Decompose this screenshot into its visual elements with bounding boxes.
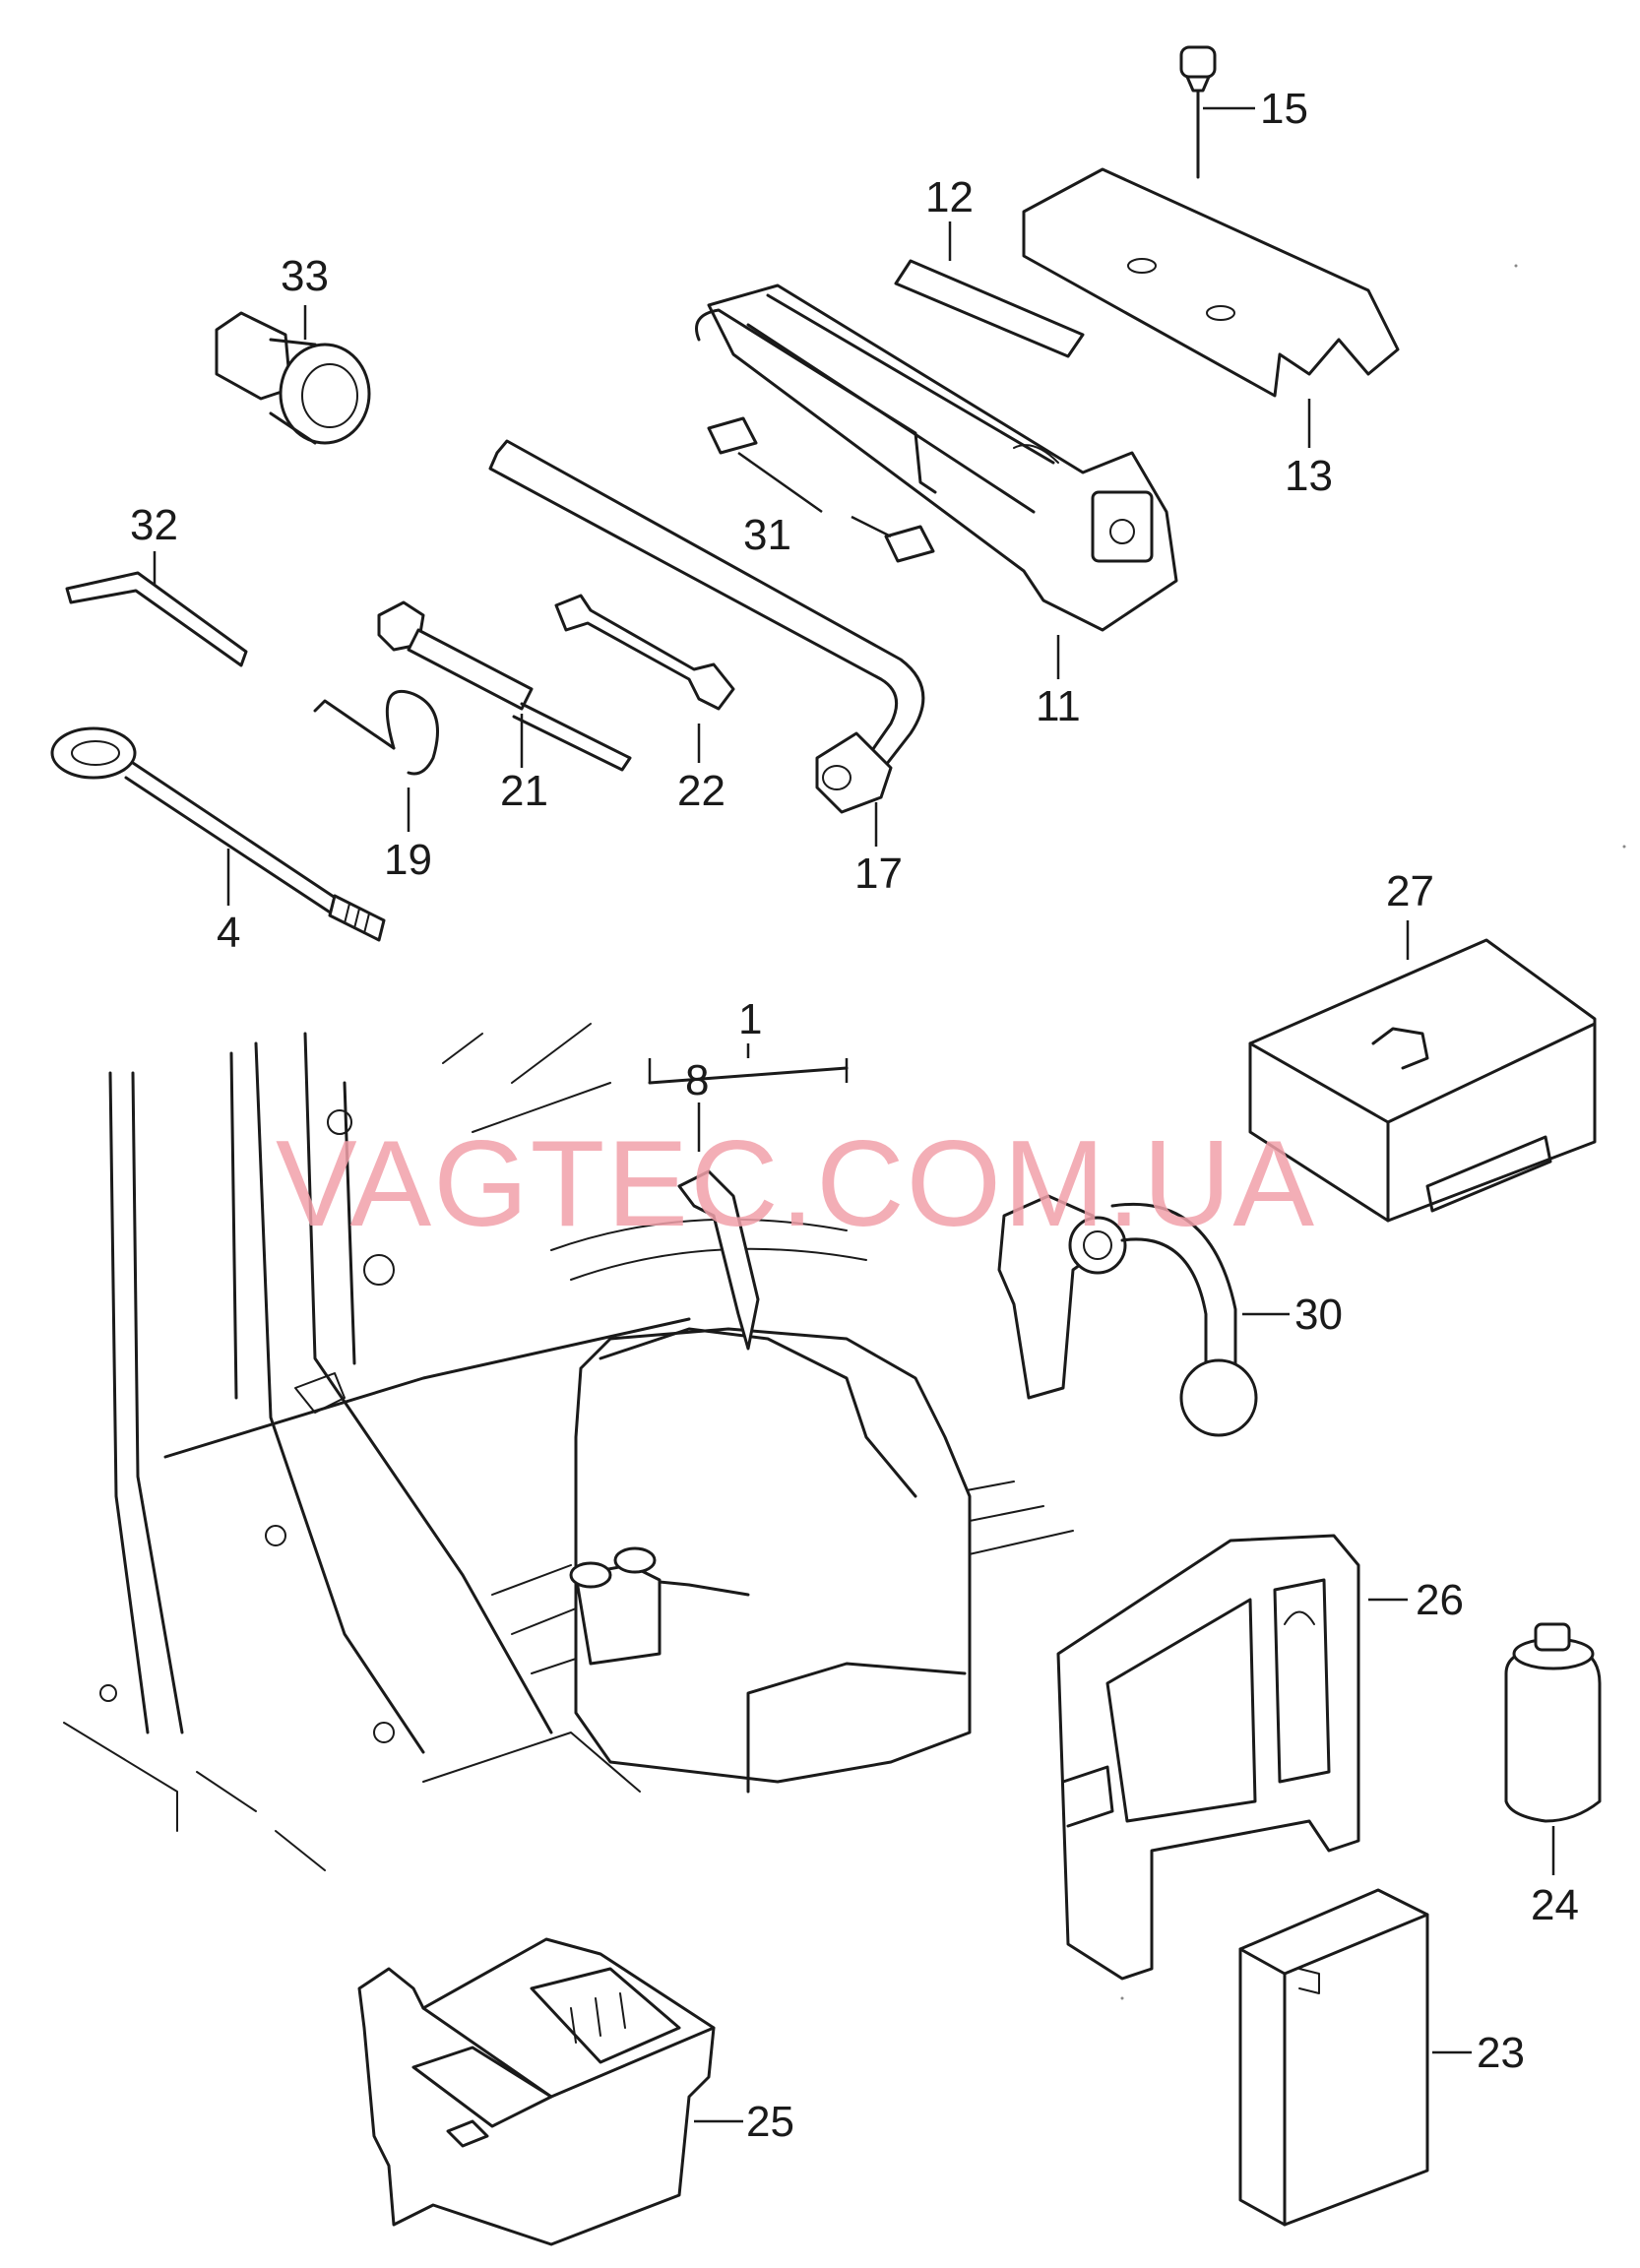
- part-33-socket: 33: [215, 252, 371, 445]
- part-19-clip: 19: [313, 689, 439, 884]
- watermark: VAGTEC.COM.UA: [276, 1116, 1316, 1252]
- callout-11: 11: [1036, 682, 1081, 730]
- part-31-pads: 31: [707, 416, 935, 563]
- part-12-strip: 12: [894, 173, 1085, 358]
- callout-8: 8: [685, 1056, 709, 1104]
- callout-25: 25: [746, 2098, 794, 2146]
- part-17-wheel-brace: 17: [488, 439, 925, 898]
- speck: [1514, 264, 1518, 268]
- callout-21: 21: [500, 767, 548, 815]
- part-25-tray: 25: [357, 1937, 794, 2246]
- callout-15: 15: [1260, 85, 1308, 133]
- part-26-foam-frame: 26: [1056, 1534, 1464, 1981]
- callout-33: 33: [281, 252, 329, 300]
- part-30-towing-hitch: 30: [997, 1194, 1343, 1437]
- part-11-jack: 11: [695, 284, 1178, 730]
- callout-19: 19: [384, 836, 432, 884]
- callout-31: 31: [743, 511, 791, 559]
- callout-13: 13: [1285, 452, 1333, 500]
- speck: [1120, 1996, 1124, 2000]
- part-15-dipstick: 15: [1179, 45, 1308, 179]
- part-21-screwdriver: 21: [377, 600, 632, 815]
- callout-26: 26: [1416, 1576, 1464, 1624]
- callout-4: 4: [217, 909, 240, 957]
- callout-1: 1: [738, 995, 762, 1043]
- part-1-insert: 1 8: [569, 995, 972, 1794]
- callout-27: 27: [1386, 867, 1434, 915]
- callout-23: 23: [1477, 2029, 1525, 2077]
- speck: [1622, 845, 1626, 849]
- callout-32: 32: [130, 501, 178, 549]
- part-23-box: 23: [1238, 1888, 1525, 2227]
- part-27-tool-case: 27: [1248, 867, 1597, 1223]
- part-13-holder: 13: [1022, 167, 1400, 500]
- callout-12: 12: [925, 173, 974, 221]
- part-24-bottle: 24: [1504, 1622, 1602, 1929]
- part-4-towing-eye: 4: [50, 726, 386, 957]
- callout-30: 30: [1294, 1291, 1343, 1339]
- callout-24: 24: [1531, 1881, 1579, 1929]
- part-32-hexkey: 32: [65, 501, 248, 667]
- callout-17: 17: [854, 850, 903, 898]
- part-22-wrench: 22: [554, 594, 735, 815]
- trunk-floor: [63, 1023, 1074, 1871]
- callout-22: 22: [677, 767, 725, 815]
